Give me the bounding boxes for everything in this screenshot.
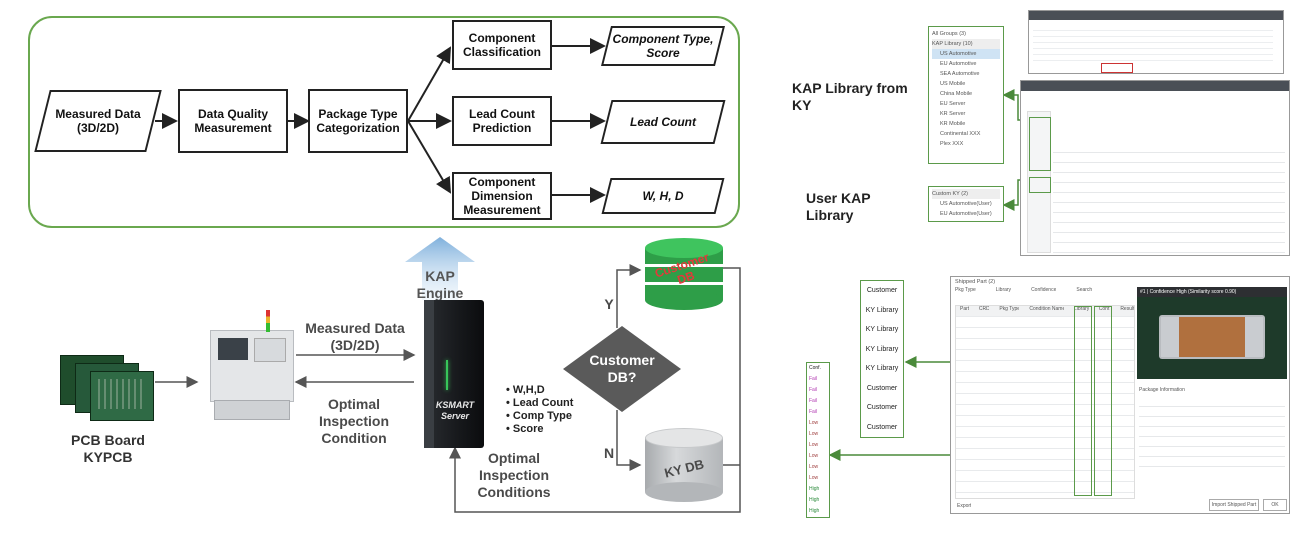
detail-header: #1 | Confidence High (Similarity score 0…	[1137, 287, 1287, 297]
optimal-condition-label: Optimal Inspection Condition	[318, 396, 389, 446]
confidence-cell: Low	[809, 431, 819, 437]
ok-button[interactable]: OK	[1263, 499, 1287, 511]
library-column-callout: Customer KY Library KY Library KY Librar…	[860, 280, 904, 438]
no-label: N	[603, 445, 615, 461]
group-item[interactable]: EU Automotive	[940, 61, 977, 67]
confidence-cell: Fail	[809, 398, 818, 404]
output-whd: W, H, D	[601, 178, 725, 214]
column-header: Conf.	[1098, 306, 1111, 312]
confidence-cell: Conf.	[809, 365, 821, 371]
group-item[interactable]: SEA Automotive	[940, 71, 980, 77]
customer-db-decision: Customer DB?	[563, 326, 681, 412]
confidence-cell: High	[809, 508, 820, 514]
column-header: CRD	[978, 306, 990, 312]
ky-db-cylinder: KY DB	[645, 428, 723, 504]
customer-db-cylinder: Customer DB	[645, 238, 723, 310]
server-logo: KSMART Server	[435, 400, 475, 421]
pcb-board-label: PCB Board KYPCB	[71, 432, 145, 465]
output-bullets: • W,H,D • Lead Count • Comp Type • Score	[506, 384, 573, 436]
group-item[interactable]: KR Mobile	[940, 121, 966, 127]
inspection-machine-image	[206, 310, 296, 420]
custom-group-list: Custom KY (2) US Automotive(User) EU Aut…	[928, 186, 1004, 222]
bullet-item: • Comp Type	[506, 410, 572, 422]
library-cell: KY Library	[865, 326, 899, 333]
kap-engine-flow-panel	[28, 16, 740, 228]
output-type-score: Component Type, Score	[601, 26, 725, 66]
ksmart-server-image: KSMART Server	[414, 300, 494, 448]
shipped-part-window: Shipped Part (2) Pkg Type Library Confid…	[950, 276, 1290, 514]
kap-library-group-list: All Groups (3) KAP Library (10) US Autom…	[928, 26, 1004, 164]
library-menu-screenshot	[1028, 10, 1284, 74]
library-cell: Customer	[866, 287, 898, 294]
library-manager-screenshot	[1020, 80, 1290, 256]
output-lead-count: Lead Count	[600, 100, 726, 144]
filter-label: Confidence	[1031, 287, 1057, 293]
group-item[interactable]: EU Automotive(User)	[940, 211, 992, 217]
column-header: Part	[960, 306, 969, 312]
shipped-part-title: Shipped Part (2)	[955, 279, 996, 285]
bullet-item: • W,H,D	[506, 384, 545, 396]
group-item[interactable]: EU Server	[940, 101, 966, 107]
library-cell: Customer	[866, 384, 898, 392]
package-type-categorization-box: Package Type Categorization	[308, 89, 408, 153]
export-button[interactable]: Export	[957, 503, 972, 509]
column-header: Library	[1074, 306, 1089, 312]
confidence-cell: High	[809, 497, 820, 503]
confidence-cell: Low	[809, 420, 819, 426]
library-cell: KY Library	[865, 365, 899, 372]
filter-label: Pkg Type	[955, 287, 976, 293]
user-kap-library-label: User KAP Library	[806, 190, 871, 223]
component-dimension-box: Component Dimension Measurement	[452, 172, 552, 220]
column-header: Pkg Type	[999, 306, 1020, 312]
group-item[interactable]: Plex XXX	[940, 141, 964, 147]
component-photo	[1137, 297, 1287, 379]
group-item[interactable]: KR Server	[940, 111, 966, 117]
group-item[interactable]: US Mobile	[940, 81, 966, 87]
confidence-cell: Low	[809, 453, 819, 459]
library-cell: KY Library	[865, 306, 899, 314]
package-info-label: Package Information	[1139, 387, 1185, 393]
group-item[interactable]: Continental XXX	[940, 131, 981, 137]
group-item[interactable]: US Automotive	[932, 49, 1000, 59]
group-item[interactable]: KAP Library (10)	[932, 39, 1000, 49]
library-cell: KY Library	[865, 345, 899, 353]
group-item[interactable]: All Groups (3)	[932, 31, 966, 37]
confidence-cell: Low	[809, 464, 819, 470]
shipped-part-table: Part CRD Pkg Type Condition Name Library…	[955, 305, 1135, 499]
kap-library-from-ky-label: KAP Library from KY	[792, 80, 908, 113]
group-item[interactable]: US Automotive(User)	[940, 201, 992, 207]
confidence-cell: Low	[809, 475, 819, 481]
data-quality-measurement-box: Data Quality Measurement	[178, 89, 288, 153]
kap-engine-label: KAP Engine	[416, 268, 464, 301]
measured-data-input: Measured Data (3D/2D)	[34, 90, 162, 152]
confidence-cell: Low	[809, 442, 819, 448]
library-cell: Customer	[866, 404, 898, 411]
filter-label: Search	[1076, 287, 1093, 293]
package-info-table	[1139, 397, 1285, 467]
component-classification-box: Component Classification	[452, 20, 552, 70]
column-header: Condition Name	[1029, 306, 1064, 312]
import-shipped-part-button[interactable]: Import Shipped Part	[1209, 499, 1259, 511]
lead-count-prediction-box: Lead Count Prediction	[452, 96, 552, 146]
optimal-conditions-label: Optimal Inspection Conditions	[477, 450, 551, 500]
group-item[interactable]: Custom KY (2)	[932, 189, 1000, 199]
pcb-board-image	[60, 355, 155, 425]
confidence-cell: Fail	[809, 387, 818, 393]
confidence-cell: Fail	[809, 376, 818, 382]
measured-data-label: Measured Data (3D/2D)	[305, 320, 405, 353]
confidence-cell: High	[809, 486, 820, 492]
library-cell: Customer	[866, 423, 898, 431]
group-item[interactable]: China Mobile	[940, 91, 973, 97]
confidence-column-callout: Conf. Fail Fail Fail Fail Low Low Low Lo…	[806, 362, 830, 518]
bullet-item: • Score	[506, 423, 544, 435]
bullet-item: • Lead Count	[506, 397, 574, 409]
confidence-cell: Fail	[809, 409, 818, 415]
filter-label: Library	[995, 287, 1012, 293]
yes-label: Y	[604, 296, 614, 312]
column-header: Result	[1120, 306, 1135, 312]
